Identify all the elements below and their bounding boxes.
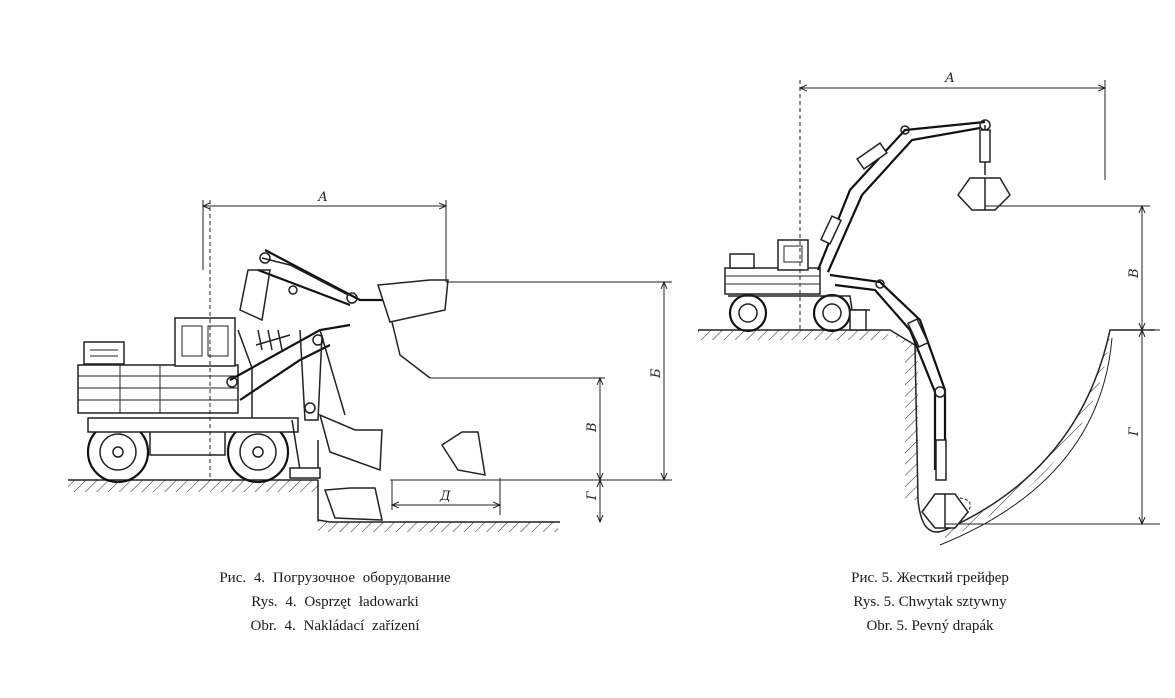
dim-label-a-fig5: А	[944, 71, 955, 86]
grab-boom-lowered	[829, 273, 947, 481]
figure-4-caption: Рис. 4. Погрузочное оборудование Rys. 4.…	[130, 566, 540, 638]
loader-boom-lowered	[226, 323, 351, 421]
grab-bucket-raised	[957, 177, 1011, 211]
dim-label-a: А	[317, 190, 328, 205]
dim-label-g: Г	[585, 491, 600, 501]
caption-line-russian: Рис. 5. Жесткий грейфер	[851, 570, 1009, 586]
grab-excavator-body	[724, 80, 870, 331]
dim-label-d: Д	[439, 489, 451, 504]
grab-rear-wheel	[812, 293, 852, 333]
figure-5-caption: Рис. 5. Жесткий грейфер Rys. 5. Chwytak …	[770, 566, 1090, 638]
dimension-lines-fig5: А В Г	[800, 71, 1160, 524]
caption-line-russian: Рис. 4. Погрузочное оборудование	[219, 570, 451, 586]
bucket-raised	[376, 279, 449, 379]
loader-boom-raised	[239, 249, 390, 351]
ground-with-pit	[698, 329, 1155, 546]
ground-surface	[68, 479, 560, 532]
figure-4-loader-drawing: А Б В Г Д	[68, 190, 672, 532]
grab-bucket-lowered	[921, 493, 971, 529]
dimension-lines-fig4: А Б В Г Д	[203, 190, 672, 522]
caption-line-polish: Rys. 5. Chwytak sztywny	[853, 594, 1007, 610]
bucket-lowered	[318, 413, 486, 521]
loader-chassis	[77, 200, 299, 480]
dim-label-b: Б	[649, 368, 664, 379]
caption-line-czech: Obr. 4. Nakládací zařízení	[250, 618, 420, 634]
dim-label-g-fig5: Г	[1127, 427, 1142, 437]
dim-label-v: В	[585, 422, 600, 433]
stabiliser-leg	[289, 419, 321, 480]
dim-label-v-fig5: В	[1127, 268, 1142, 279]
caption-line-polish: Rys. 4. Osprzęt ładowarki	[251, 594, 419, 610]
figure-5-grab-drawing: А В Г	[698, 71, 1160, 546]
caption-line-czech: Obr. 5. Pevný drapák	[866, 618, 994, 634]
grab-boom-raised	[816, 119, 991, 273]
grab-front-wheel	[728, 293, 768, 333]
